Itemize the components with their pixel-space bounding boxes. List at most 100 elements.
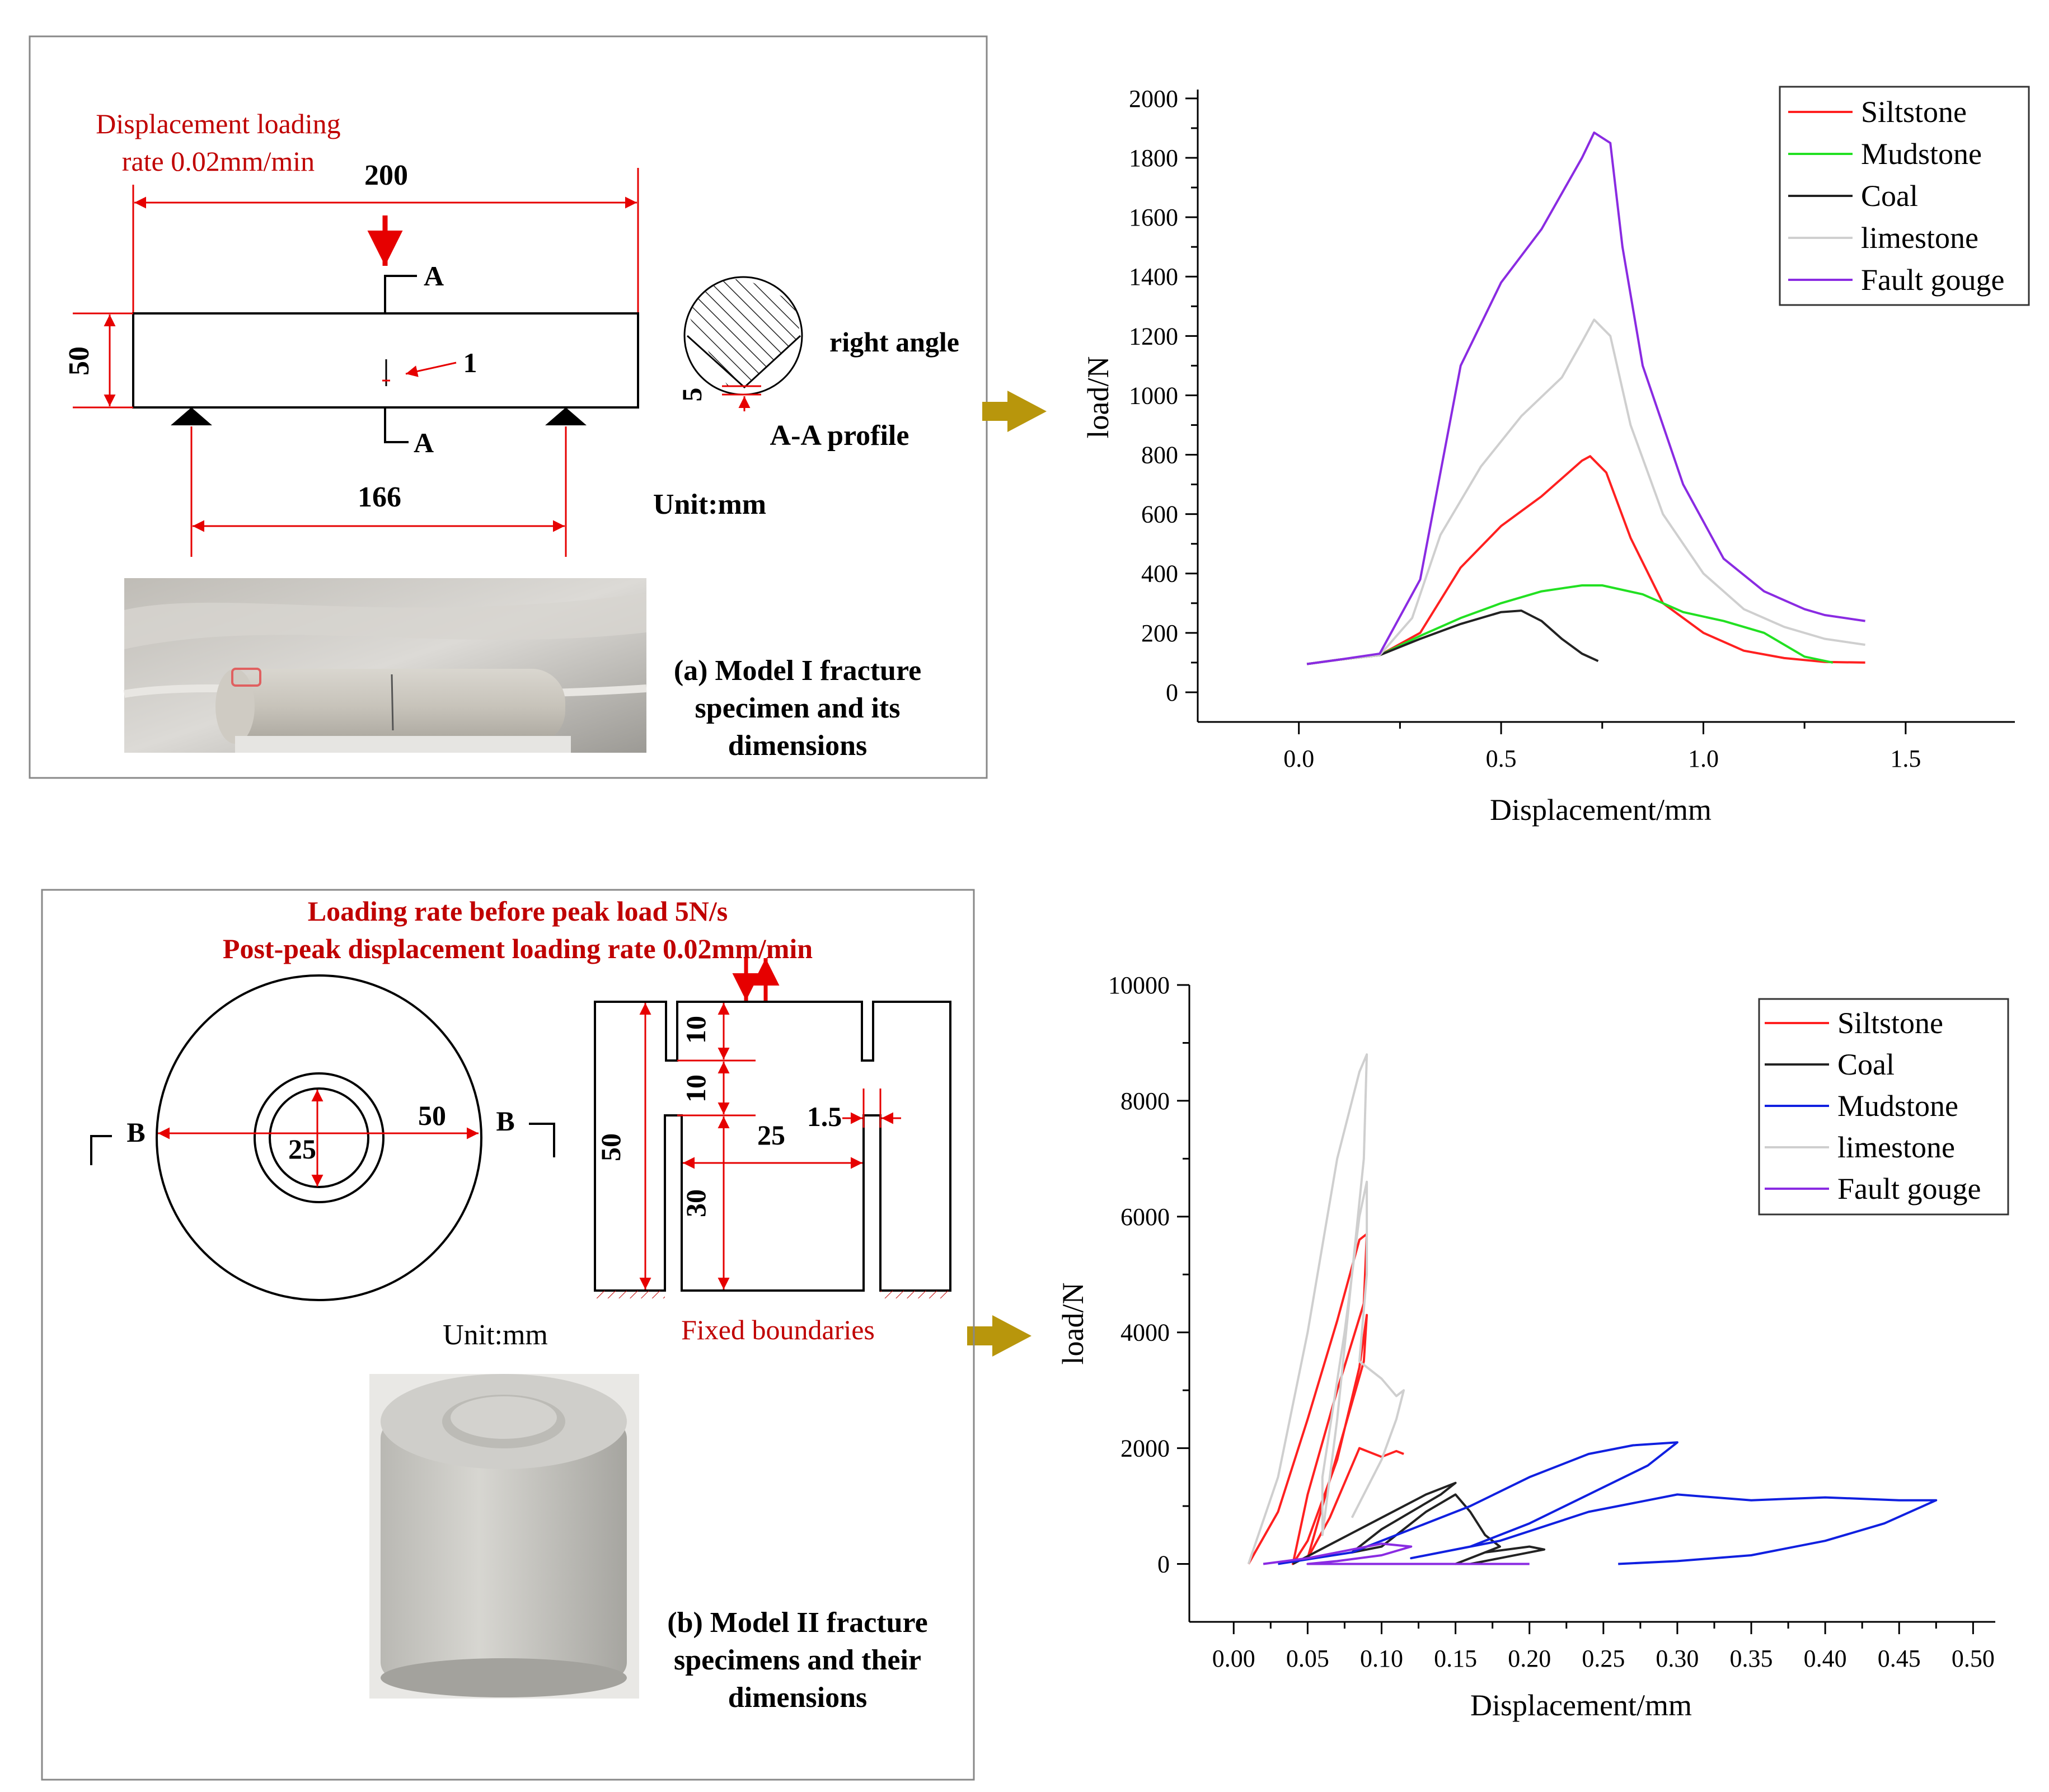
chart-a: 0 200 400 600 800 1000 1200 1400 1600 1800 2000 0.0… (1081, 85, 2030, 827)
legend-b-label-3: limestone (1837, 1130, 1955, 1164)
core-label: 25 (757, 1119, 785, 1151)
chart-a-series-limestone (1306, 318, 1865, 665)
loading-label-line1: Displacement loading (96, 108, 340, 139)
ligament-label: 10 (680, 1075, 711, 1103)
section-mark-left (90, 1135, 112, 1165)
chart-b-ytick-label: 2000 (1120, 1435, 1170, 1462)
groove-outer-circle (254, 1072, 385, 1203)
chart-a-ytick-label: 1200 (1129, 322, 1178, 350)
panel-b-unit: Unit:mm (443, 1319, 548, 1351)
chart-a-xtick-label: 0.0 (1283, 745, 1314, 772)
outer-circle (156, 974, 482, 1301)
profile-right-angle-label: right angle (829, 326, 959, 358)
caption-a-line2: specimen and its (695, 692, 901, 724)
chart-a-ytick-label: 800 (1141, 442, 1178, 469)
chart-b-ytick-label: 10000 (1108, 972, 1170, 999)
legend-a-label-4: Fault gouge (1861, 263, 2004, 297)
section-label-top: A (424, 260, 444, 292)
panel-b-diagram: Loading rate before peak load 5N/s Post-… (41, 889, 975, 1781)
loading-b-line1: Loading rate before peak load 5N/s (308, 895, 728, 927)
groove-inner-circle (269, 1087, 369, 1188)
chart-b-xtick-label: 0.30 (1656, 1645, 1699, 1672)
chart-a-ytick-label: 0 (1166, 679, 1178, 706)
chart-b-xtick-label: 0.25 (1582, 1645, 1625, 1672)
chart-a-xtick-label: 1.5 (1890, 745, 1921, 772)
panel-b-frame (41, 889, 975, 1781)
lower-label: 30 (680, 1189, 711, 1217)
chart-a-series-coal (1306, 609, 1599, 665)
beam-specimen-photo (123, 578, 647, 753)
notch-leader (405, 362, 457, 377)
chart-b-xtick-label: 0.10 (1360, 1645, 1403, 1672)
cylinder-specimen-photo (369, 1374, 639, 1699)
chart-b-series-coal (1292, 1481, 1546, 1565)
chart-b-xtick-label: 0.50 (1952, 1645, 1995, 1672)
chart-b-ytick-label: 8000 (1120, 1087, 1170, 1115)
chart-b: 0 2000 4000 6000 8000 10000 0.00 0.05 0.10 0.15 0.… (1056, 972, 2009, 1722)
chart-b-xtick-label: 0.35 (1730, 1645, 1773, 1672)
legend-a-label-2: Coal (1861, 179, 1918, 213)
fixed-label: Fixed boundaries (681, 1314, 875, 1345)
chart-a-xlabel: Displacement/mm (1490, 793, 1712, 827)
legend-b-label-0: Siltstone (1837, 1006, 1943, 1040)
legend-b-label-2: Mudstone (1837, 1089, 1958, 1123)
chart-a-xtick-label: 1.0 (1688, 745, 1719, 772)
caption-a-line3: dimensions (728, 730, 868, 762)
chart-b-xtick-label: 0.40 (1804, 1645, 1847, 1672)
notch-label: 1 (463, 347, 477, 378)
chart-a-ytick-label: 1400 (1129, 263, 1178, 290)
chart-a-ytick-label: 200 (1141, 620, 1178, 647)
chart-a-series-fault-gouge (1306, 131, 1865, 665)
chart-a-ytick-label: 400 (1141, 560, 1178, 588)
legend-b-label-4: Fault gouge (1837, 1172, 1981, 1205)
section-mark-top (384, 275, 417, 313)
chart-b-xlabel: Displacement/mm (1470, 1688, 1692, 1722)
chart-a-ytick-label: 1600 (1129, 204, 1178, 231)
profile-label: A-A profile (770, 420, 909, 452)
panel-a-unit: Unit:mm (653, 489, 766, 520)
chart-b-ytick-label: 6000 (1120, 1203, 1170, 1231)
section-mark-right (529, 1123, 555, 1157)
chart-b-series-mudstone (1278, 1441, 1938, 1565)
chart-b-xtick-label: 0.20 (1508, 1645, 1551, 1672)
caption-b-line3: dimensions (728, 1682, 868, 1714)
chart-a-legend: Siltstone Mudstone Coal limestone Fault … (1779, 86, 2030, 306)
chart-b-ylabel: load/N (1056, 1283, 1090, 1365)
legend-a-label-0: Siltstone (1861, 95, 1967, 129)
chart-a-ytick-label: 600 (1141, 501, 1178, 528)
caption-a-line1: (a) Model I fracture (674, 655, 921, 687)
chart-b-ytick-label: 0 (1157, 1551, 1170, 1578)
height-dim-label: 50 (63, 346, 95, 376)
loading-label-line2: rate 0.02mm/min (122, 146, 315, 177)
gap-label: 1.5 (807, 1101, 842, 1132)
chart-b-legend: Siltstone Coal Mudstone limestone Fault … (1758, 998, 2009, 1216)
section-label-bottom: A (414, 427, 434, 458)
chart-b-xtick-label: 0.05 (1286, 1645, 1329, 1672)
support-right-icon (545, 407, 587, 425)
legend-a-label-1: Mudstone (1861, 137, 1982, 171)
caption-b-line2: specimens and their (674, 1644, 921, 1676)
inner-dim-label: 25 (288, 1133, 316, 1165)
section-view (594, 1001, 951, 1298)
chart-a-series-siltstone (1306, 455, 1865, 665)
legend-b-label-1: Coal (1837, 1048, 1895, 1081)
chart-b-xtick-label: 0.45 (1878, 1645, 1921, 1672)
top-notch-label: 10 (680, 1016, 711, 1044)
aa-profile-icon (683, 276, 803, 396)
arrow-b-icon (967, 1315, 1031, 1357)
chart-a-ytick-label: 1800 (1129, 144, 1178, 172)
chart-a-xtick-label: 0.5 (1486, 745, 1517, 772)
section-label-left: B (126, 1117, 145, 1148)
chart-b-ytick-label: 4000 (1120, 1319, 1170, 1347)
length-dim-label: 200 (364, 160, 408, 191)
chart-b-series-limestone (1247, 1053, 1405, 1565)
legend-a-label-3: limestone (1861, 221, 1978, 255)
chart-b-xtick-label: 0.00 (1212, 1645, 1255, 1672)
chart-b-xtick-label: 0.15 (1434, 1645, 1477, 1672)
chart-a-ytick-label: 1000 (1129, 382, 1178, 409)
arrow-a-icon (982, 391, 1047, 432)
loading-b-line2: Post-peak displacement loading rate 0.02… (223, 933, 813, 964)
outer-dim-label: 50 (418, 1100, 446, 1131)
chart-a-ytick-label: 2000 (1129, 85, 1178, 112)
profile-depth-label: 5 (676, 388, 707, 402)
